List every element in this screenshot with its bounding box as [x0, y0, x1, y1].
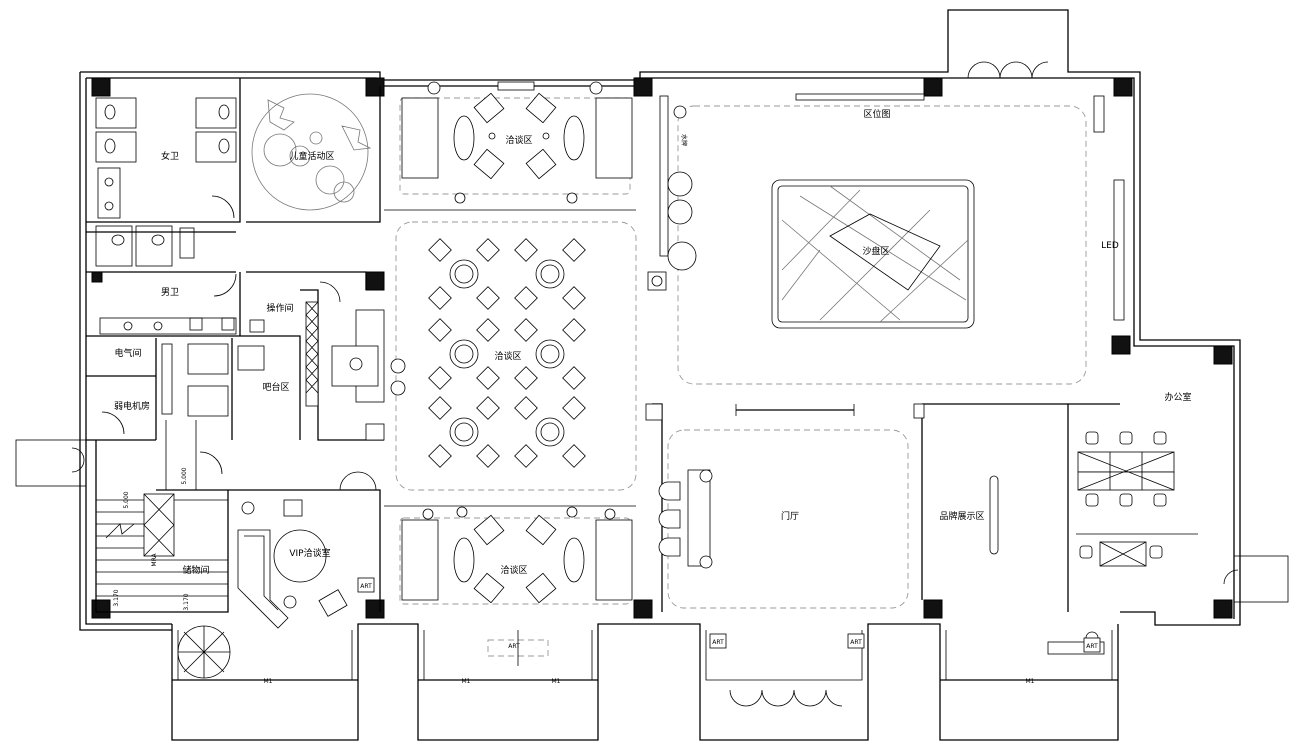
talk-area-top-furniture [401, 81, 633, 204]
label-water-sign: 水牌 [680, 134, 688, 146]
stair-dim-c: 3.170 [113, 589, 120, 606]
kids-area-decor [251, 93, 372, 211]
table-set [428, 238, 500, 310]
table-set [514, 238, 586, 310]
door-mark-2: M1 [462, 678, 471, 685]
mens-wc-fixtures [95, 225, 237, 335]
stair-dim-b: 5.000 [181, 467, 188, 484]
label-storage: 储物间 [182, 564, 209, 576]
label-vip-room: VIP洽谈室 [289, 547, 330, 559]
art-tag-lobby-right: ART [850, 639, 862, 646]
office-furniture [1047, 431, 1175, 655]
vip-room-furniture [237, 499, 348, 629]
stairs [96, 420, 231, 679]
label-talk-area-center: 洽谈区 [494, 350, 521, 362]
label-office: 办公室 [1164, 391, 1191, 403]
art-tag-lobby-left: ART [712, 639, 724, 646]
art-tag-bottom: ART [508, 643, 520, 650]
label-talk-area-bottom: 洽谈区 [500, 564, 527, 576]
talk-area-center-furniture [428, 238, 586, 468]
label-talk-area-top: 洽谈区 [505, 134, 532, 146]
talk-area-bottom-furniture [401, 506, 633, 666]
door-mark-4: M1 [1026, 678, 1035, 685]
bar-area-fixtures [161, 301, 406, 441]
table-set [428, 396, 500, 468]
table-set [514, 318, 586, 390]
art-tag-vip: ART [360, 583, 372, 590]
column-label: MRA [151, 553, 158, 567]
label-led: LED [1101, 241, 1119, 251]
label-brand-display: 品牌展示区 [939, 510, 984, 522]
stair-dim-a: 5.000 [123, 491, 130, 508]
label-kids-area: 儿童活动区 [289, 150, 334, 162]
label-sand-table: 沙盘区 [862, 245, 889, 257]
label-operation-room: 操作间 [266, 302, 293, 314]
dashed-zones [395, 97, 1087, 609]
label-mens-wc: 男卫 [161, 287, 179, 298]
table-set [514, 396, 586, 468]
lobby-furniture [645, 403, 999, 569]
door-mark-1: M1 [264, 678, 273, 685]
art-tag-office: ART [1086, 643, 1098, 650]
door-mark-3: M1 [552, 678, 561, 685]
label-weak-current-room: 弱电机房 [114, 400, 150, 412]
room-labels: 女卫 儿童活动区 洽谈区 区位图 沙盘区 LED 男卫 操作间 电气间 弱电机房… [114, 108, 1192, 576]
stair-dim-d: 3.170 [183, 593, 190, 610]
label-electrical-room: 电气间 [114, 347, 141, 359]
label-bar-area: 吧台区 [262, 381, 289, 393]
label-lobby: 门厅 [781, 510, 799, 522]
art-markers: ART ART ART ART ART M1 M1 M1 M1 5.000 5.… [113, 467, 1101, 685]
label-location-map: 区位图 [863, 108, 890, 120]
table-set [428, 318, 500, 390]
sand-table-area [647, 93, 1125, 329]
label-womens-wc: 女卫 [161, 150, 179, 162]
womens-wc-fixtures [95, 97, 237, 219]
